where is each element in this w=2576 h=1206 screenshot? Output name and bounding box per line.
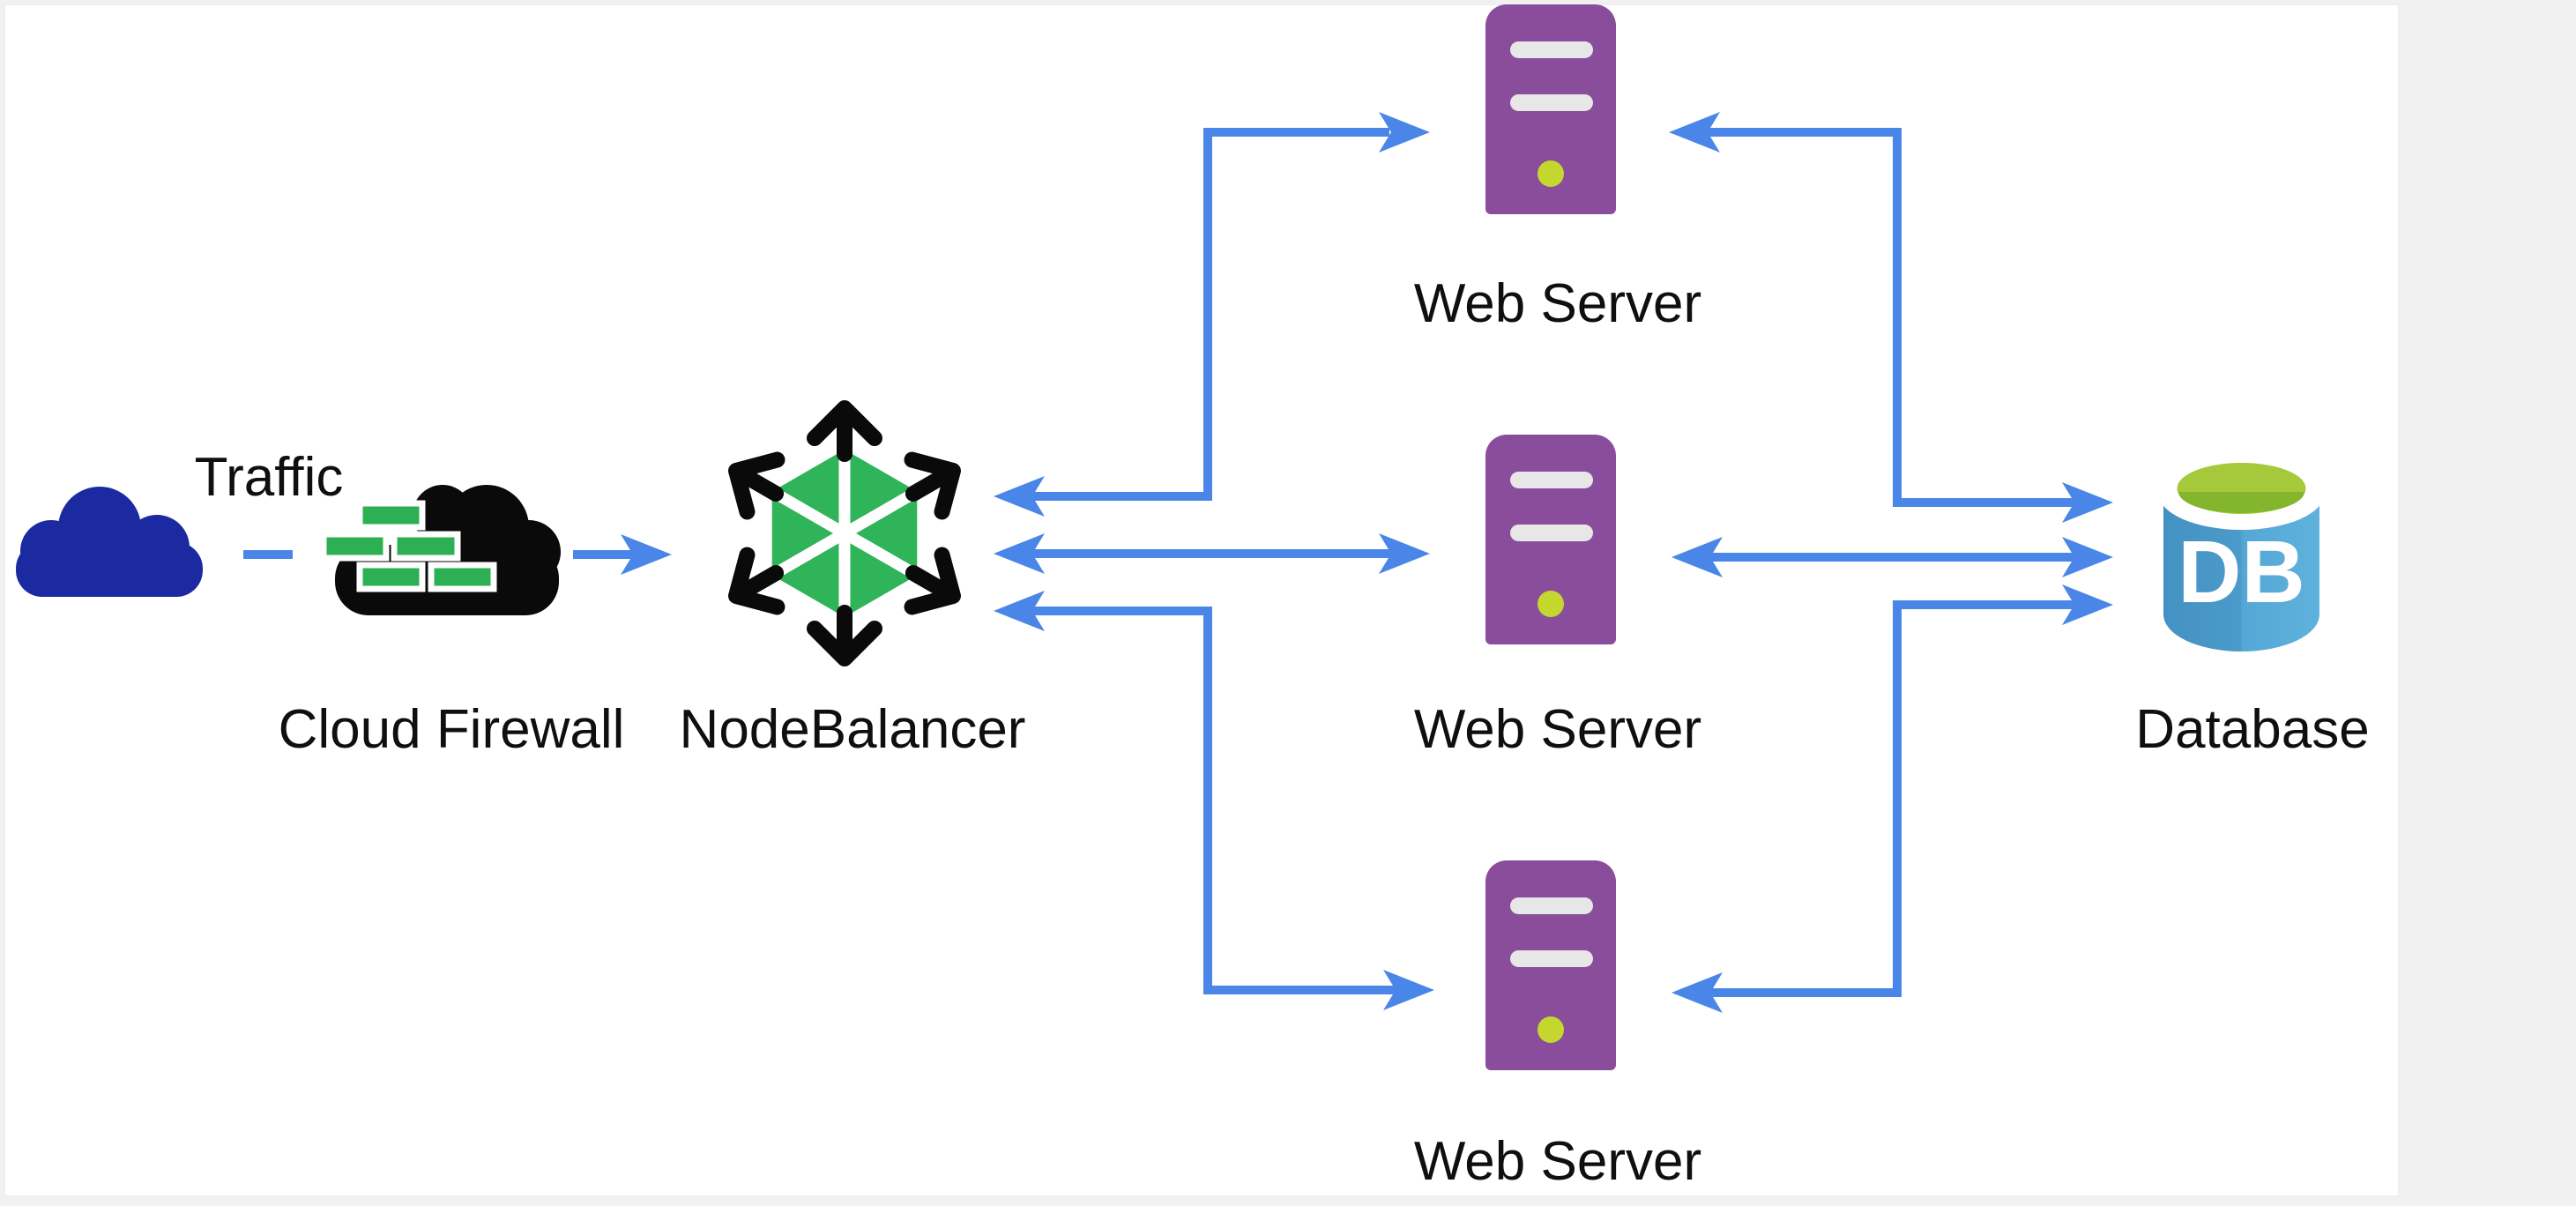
web-server-icon-2: [1485, 435, 1616, 644]
server-led: [1537, 591, 1564, 617]
database-icon: DB: [2158, 456, 2325, 651]
firewall-bricks: [320, 500, 497, 592]
cloud-firewall-label: Cloud Firewall: [278, 699, 625, 760]
server-slot: [1510, 950, 1593, 967]
traffic-cloud-icon: [16, 487, 203, 597]
database-label: Database: [2135, 699, 2370, 760]
server-slot: [1510, 472, 1593, 488]
nodebalancer-icon: [707, 396, 982, 671]
web-server-icon-1: [1485, 4, 1616, 214]
server-slot: [1510, 897, 1593, 914]
web-server-label-1: Web Server: [1413, 273, 1702, 334]
server-slot: [1510, 41, 1593, 58]
server-slot: [1510, 525, 1593, 541]
server-led: [1537, 1016, 1564, 1043]
web-server-label-3: Web Server: [1413, 1131, 1702, 1192]
server-slot: [1510, 94, 1593, 111]
server-led: [1537, 160, 1564, 187]
nodebalancer-label: NodeBalancer: [679, 699, 1026, 760]
traffic-label: Traffic: [194, 447, 344, 508]
web-server-icon-3: [1485, 860, 1616, 1070]
db-icon-text: DB: [2178, 523, 2304, 622]
web-server-label-2: Web Server: [1413, 699, 1702, 760]
cloud-firewall-icon: [320, 485, 561, 615]
